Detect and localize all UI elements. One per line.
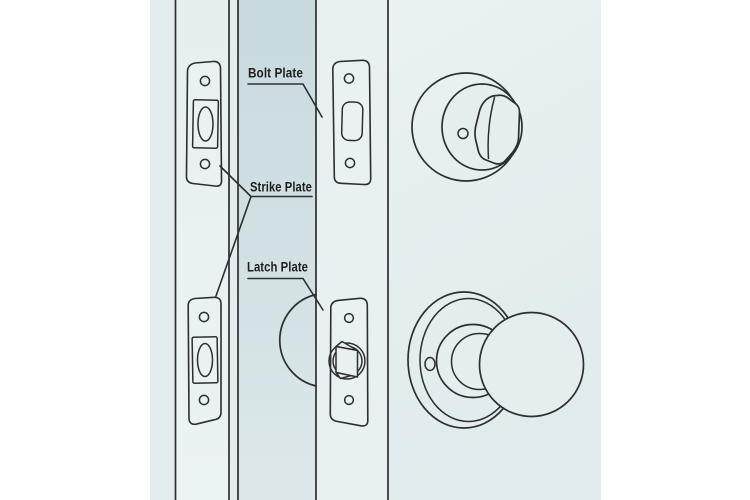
strike-plate-bottom [187,296,222,426]
strike-plate-leader-line-bottom [215,195,252,297]
knob-silhouette-arc [278,293,317,387]
strike-opening [196,342,214,378]
latch-plate-label: Latch Plate [247,260,308,275]
latch-bolt-bottom-bevel [335,371,352,380]
bolt-plate-label: Bolt Plate [248,66,303,81]
door-knob [407,291,585,429]
screw-hole-icon [343,312,355,324]
screw-hole-icon [343,73,355,84]
knob-sphere [478,311,585,418]
screw-hole-icon [344,157,356,169]
screw-hole-icon [198,311,210,323]
bolt-plate [332,59,372,186]
latch-plate [328,297,369,427]
bolt-opening [340,101,364,142]
deadbolt-thumbturn [411,72,523,182]
bolt-plate-leader-line [247,83,323,118]
screw-hole-icon [343,394,355,406]
screw-hole-icon [199,75,211,87]
strike-plate-top [185,60,223,187]
latch-bolt-face [335,345,359,378]
labels: Bolt Plate Strike Plate Latch Plate [215,66,324,311]
strike-plate-bottom-body [187,296,222,426]
section-lines [174,0,389,500]
door-face-panel [388,0,601,500]
thumbturn-knob [474,94,521,165]
screw-hole-icon [457,127,469,140]
jamb-outer-strip [150,0,176,500]
screw-hole-icon [199,158,211,170]
strike-opening [197,106,214,142]
strike-plate-top-body [185,60,223,187]
bolt-plate-body [332,59,372,186]
screw-hole-icon [198,394,210,406]
strike-box [191,99,220,149]
strike-box [191,336,219,384]
strike-plate-label: Strike Plate [250,180,312,195]
door-stop-strip [229,0,238,500]
screw-hole-icon [424,356,436,372]
latch-collar-outer [328,342,366,380]
latch-plate-leader-line [247,277,324,311]
thumbturn-bevel-line [487,96,496,160]
